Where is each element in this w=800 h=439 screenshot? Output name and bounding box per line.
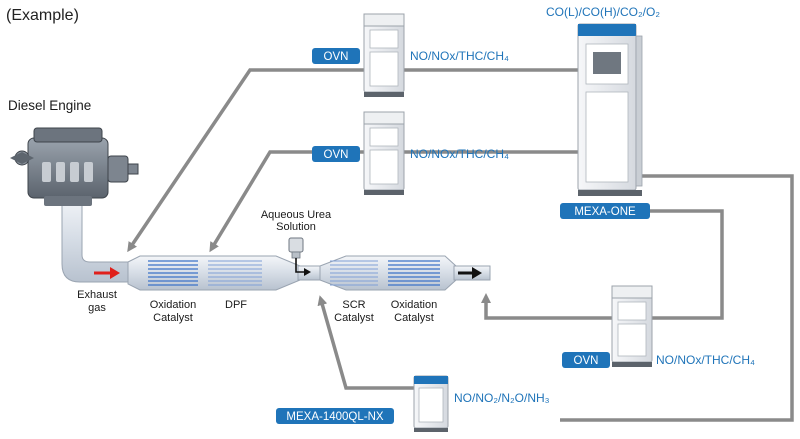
oxidation-catalyst-2-substrate — [388, 260, 440, 286]
dpf-substrate — [208, 260, 262, 286]
sample-line-main — [560, 174, 794, 422]
sampling-lines — [127, 68, 794, 422]
urea-injector-icon — [288, 237, 311, 276]
mexa-1400-badge-label: MEXA-1400QL-NX — [286, 411, 383, 423]
mexa-1400-badge: MEXA-1400QL-NX — [276, 408, 394, 424]
exhaust-flow-arrow-icon — [94, 267, 120, 279]
oxidation-catalyst-1-label-line1: Oxidation — [150, 299, 196, 311]
exhaust-label-line2: gas — [88, 302, 106, 314]
exhaust-downpipe — [50, 194, 136, 283]
sample-line-mexa-1400 — [317, 295, 414, 390]
urea-label-line2: Solution — [276, 221, 316, 233]
mexa-one-cabinet-icon — [577, 23, 643, 196]
ovn-2-cabinet-icon — [363, 111, 405, 195]
page-title: (Example) — [6, 7, 79, 24]
mexa-one-gases: CO(L)/CO(H)/CO₂/O₂ — [546, 5, 660, 19]
ovn-3-badge-label: OVN — [574, 355, 599, 367]
ovn-1-badge-label: OVN — [324, 51, 349, 63]
ovn-2-gases: NO/NOx/THC/CH₄ — [410, 147, 509, 161]
ovn-3-badge: OVN — [562, 352, 610, 368]
exhaust-system — [50, 194, 491, 291]
scr-catalyst-substrate — [330, 260, 378, 286]
sample-line-ovn-2 — [209, 150, 578, 253]
scr-catalyst-label-line1: SCR — [342, 299, 365, 311]
oxidation-catalyst-1-substrate — [148, 260, 198, 286]
mexa-1400-gases: NO/NO₂/N₂O/NH₃ — [454, 391, 550, 405]
oxidation-catalyst-2-label-line2: Catalyst — [394, 312, 434, 324]
ovn-3-cabinet-icon — [611, 285, 653, 367]
sample-line-ovn-3 — [481, 209, 724, 320]
mexa-1400-cabinet-icon — [413, 375, 449, 432]
dpf-label: DPF — [225, 299, 247, 311]
urea-label-line1: Aqueous Urea — [261, 209, 332, 221]
outlet-flow-arrow-icon — [458, 267, 482, 279]
oxidation-catalyst-1-label-line2: Catalyst — [153, 312, 193, 324]
engine-label: Diesel Engine — [8, 98, 91, 113]
ovn-2-badge: OVN — [312, 146, 360, 162]
mexa-one-badge: MEXA-ONE — [560, 203, 650, 219]
oxidation-catalyst-2-label-line1: Oxidation — [391, 299, 437, 311]
ovn-1-badge: OVN — [312, 48, 360, 64]
sample-line-ovn-1 — [127, 68, 578, 253]
ovn-2-badge-label: OVN — [324, 149, 349, 161]
ovn-3-gases: NO/NOx/THC/CH₄ — [656, 353, 755, 367]
ovn-1-gases: NO/NOx/THC/CH₄ — [410, 49, 509, 63]
scr-catalyst-label-line2: Catalyst — [334, 312, 374, 324]
mexa-one-badge-label: MEXA-ONE — [574, 206, 636, 218]
ovn-1-cabinet-icon — [363, 13, 405, 97]
diesel-engine-icon — [10, 127, 139, 206]
exhaust-label-line1: Exhaust — [77, 289, 117, 301]
